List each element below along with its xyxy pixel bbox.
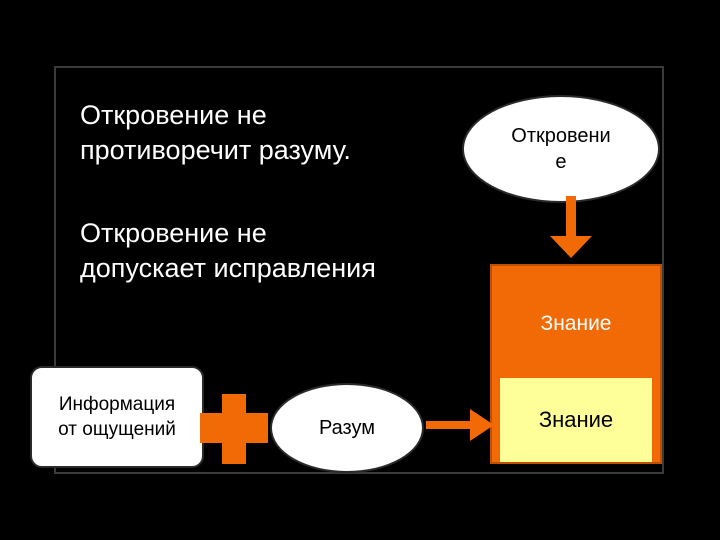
statement-revelation-not-contradict: Откровение не противоречит разуму.: [80, 100, 351, 165]
revelation-node: Откровени е: [462, 95, 660, 203]
statement-revelation-no-correction: Откровение не допускает исправления: [80, 218, 376, 283]
knowledge-lower-box: Знание: [500, 378, 652, 462]
knowledge-upper-label: Знание: [540, 312, 612, 335]
plus-icon: [200, 394, 268, 464]
sensory-information-node: Информация от ощущений: [30, 366, 204, 468]
down-arrow-icon: [550, 196, 592, 258]
right-arrow-icon: [426, 409, 494, 441]
reason-node: Разум: [270, 383, 424, 473]
slide-frame: [54, 66, 664, 474]
